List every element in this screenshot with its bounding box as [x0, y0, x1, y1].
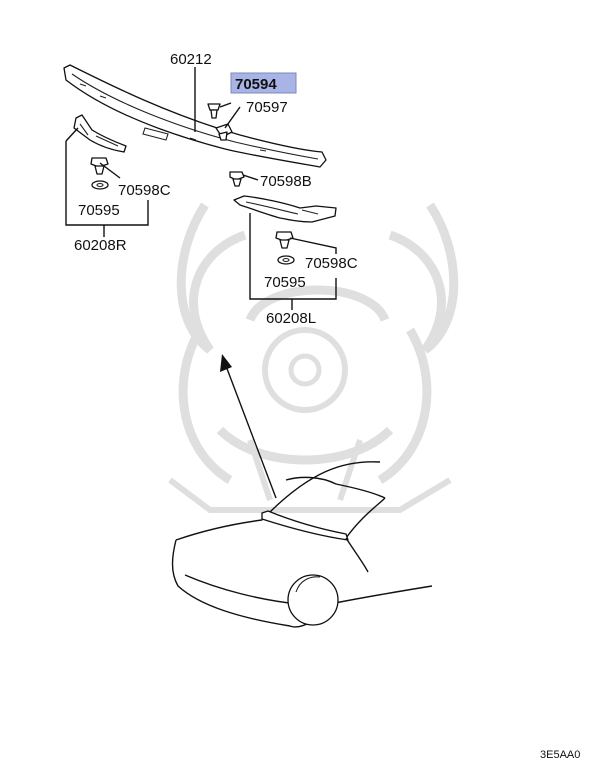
clip-70597	[215, 123, 233, 141]
label-70598c-l[interactable]: 70598C	[305, 255, 358, 272]
washer-70595-r	[91, 180, 109, 190]
label-70597[interactable]: 70597	[246, 99, 288, 116]
highlight-box-70594	[230, 72, 297, 94]
diagram-code: 3E5AA0	[540, 749, 580, 761]
clip-70598c-l	[275, 231, 294, 249]
label-70594[interactable]: 70594	[235, 76, 277, 93]
watermark-emblem	[168, 202, 459, 513]
clip-70598b	[229, 171, 245, 187]
clip-70598c-r	[90, 157, 109, 175]
label-60208r[interactable]: 60208R	[74, 237, 127, 254]
clip-70594	[207, 103, 221, 119]
location-arrow	[220, 354, 277, 499]
label-60208l[interactable]: 60208L	[266, 310, 316, 327]
label-70595-r[interactable]: 70595	[78, 202, 120, 219]
label-60212[interactable]: 60212	[170, 51, 212, 68]
label-70598c-r[interactable]: 70598C	[118, 182, 171, 199]
washer-70595-l	[277, 255, 295, 265]
leader-lines	[65, 67, 337, 310]
label-70595-l[interactable]: 70595	[264, 274, 306, 291]
car-illustration	[171, 461, 433, 628]
bracket-60208l	[233, 195, 337, 223]
label-70598b[interactable]: 70598B	[260, 173, 312, 190]
bracket-60208r	[73, 114, 127, 153]
